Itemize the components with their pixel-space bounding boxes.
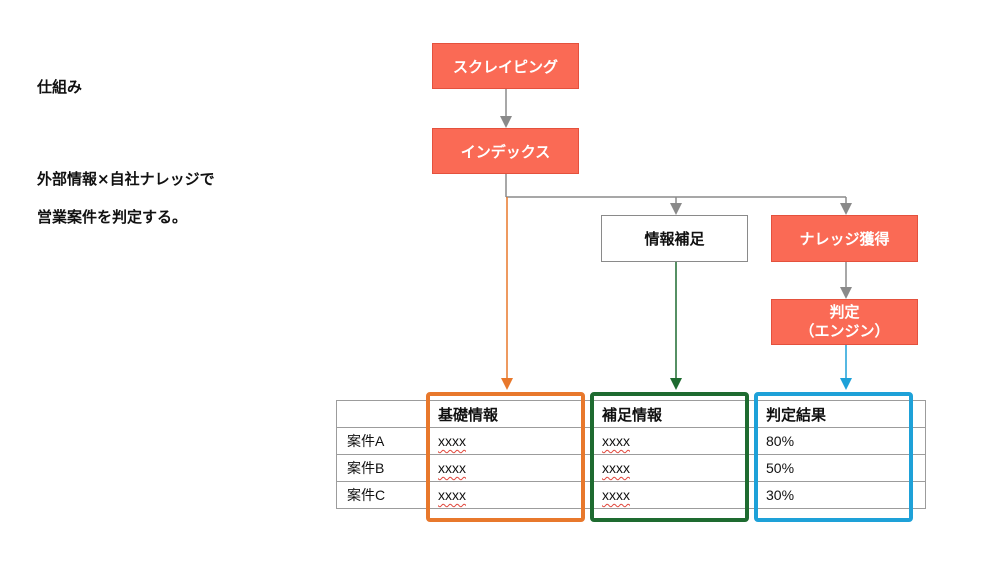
table-row: 案件C xxxx xxxx 30% — [336, 481, 926, 509]
supplement-cell: xxxx — [591, 427, 756, 455]
table-row: 案件B xxxx xxxx 50% — [336, 454, 926, 482]
table-row: 案件A xxxx xxxx 80% — [336, 427, 926, 455]
engine-label: （エンジン） — [799, 322, 890, 340]
case-name: 案件A — [336, 427, 428, 455]
supplement-cell: xxxx — [591, 481, 756, 509]
judge-engine-box: 判定 （エンジン） — [771, 299, 918, 345]
header-empty — [336, 400, 428, 428]
knowledge-label: ナレッジ獲得 — [799, 230, 890, 248]
scraping-label: スクレイピング — [452, 57, 558, 76]
case-name: 案件B — [336, 454, 428, 482]
section-title: 仕組み — [37, 78, 83, 96]
description-line-2: 営業案件を判定する。 — [37, 208, 188, 226]
case-name: 案件C — [336, 481, 428, 509]
index-label: インデックス — [460, 142, 551, 161]
basic-cell: xxxx — [427, 481, 592, 509]
basic-value: xxxx — [438, 433, 466, 449]
basic-value: xxxx — [438, 460, 466, 476]
result-table: 基礎情報 補足情報 判定結果 案件A xxxx xxxx 80% 案件B xxx… — [336, 400, 926, 509]
judge-label: 判定 — [829, 303, 860, 321]
result-value: 80% — [755, 427, 926, 455]
info-supplement-label: 情報補足 — [644, 230, 705, 248]
knowledge-box: ナレッジ獲得 — [771, 215, 918, 262]
supplement-value: xxxx — [602, 460, 630, 476]
scraping-box: スクレイピング — [432, 43, 579, 89]
header-supplement-info: 補足情報 — [591, 400, 756, 428]
basic-cell: xxxx — [427, 454, 592, 482]
table-header-row: 基礎情報 補足情報 判定結果 — [336, 400, 926, 428]
basic-value: xxxx — [438, 487, 466, 503]
description-line-1: 外部情報×自社ナレッジで — [37, 170, 215, 188]
info-supplement-box: 情報補足 — [601, 215, 748, 262]
basic-cell: xxxx — [427, 427, 592, 455]
supplement-value: xxxx — [602, 433, 630, 449]
supplement-value: xxxx — [602, 487, 630, 503]
header-basic-info: 基礎情報 — [427, 400, 592, 428]
header-judge-result: 判定結果 — [755, 400, 926, 428]
result-value: 30% — [755, 481, 926, 509]
result-value: 50% — [755, 454, 926, 482]
supplement-cell: xxxx — [591, 454, 756, 482]
index-box: インデックス — [432, 128, 579, 174]
